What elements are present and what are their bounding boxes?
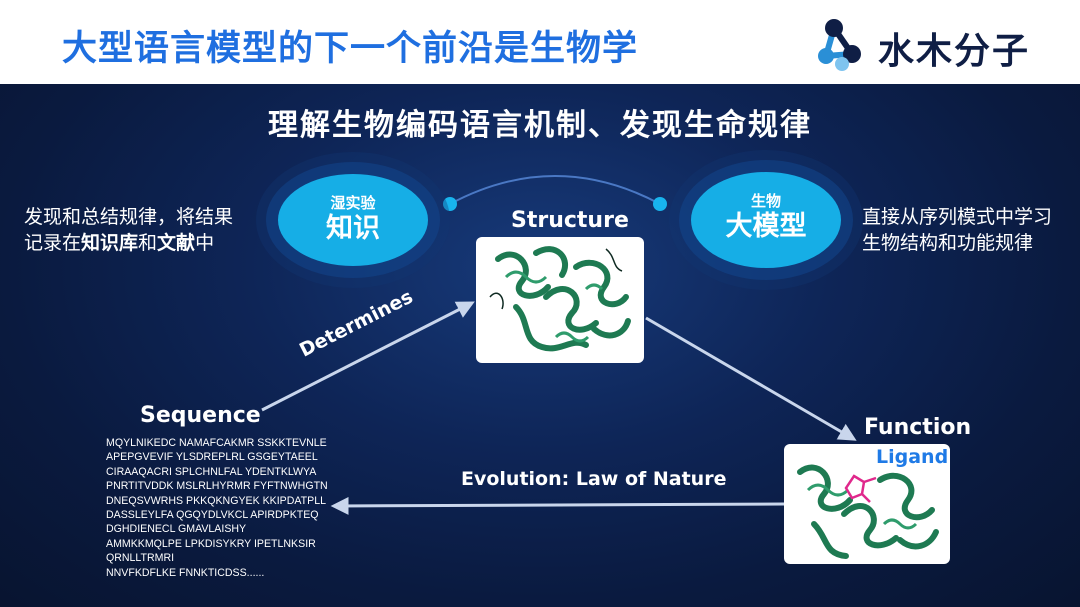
arc-endpoint-right — [653, 197, 667, 211]
knowledge-oval-small: 湿实验 — [330, 194, 376, 212]
right-description: 直接从序列模式中学习 生物结构和功能规律 — [862, 204, 1052, 256]
top-arc-connector — [449, 175, 661, 205]
left-description-line2: 记录在知识库和文献中 — [24, 232, 215, 254]
sequence-label: Sequence — [140, 403, 261, 428]
knowledge-oval: 湿实验 知识 — [278, 174, 428, 266]
right-description-line2: 生物结构和功能规律 — [862, 232, 1034, 254]
bio-model-oval-big: 大模型 — [725, 211, 807, 242]
page-title: 大型语言模型的下一个前沿是生物学 — [62, 29, 639, 69]
function-image — [784, 444, 950, 564]
diagram-subtitle: 理解生物编码语言机制、发现生命规律 — [268, 108, 812, 143]
sequence-text: MQYLNIKEDC NAMAFCAKMR SSKKTEVNLE APEPGVE… — [106, 437, 328, 579]
brand-logo: 水木分子 — [812, 16, 1062, 74]
arc-endpoint-left — [443, 197, 457, 211]
molecule-logo-icon — [818, 19, 861, 71]
left-description-line1: 发现和总结规律，将结果 — [24, 206, 234, 228]
left-description: 发现和总结规律，将结果 记录在知识库和文献中 — [24, 204, 233, 256]
ligand-molecule-icon — [844, 474, 877, 503]
determines-arrow — [261, 301, 475, 412]
structure-to-function-arrow — [645, 316, 857, 441]
ligand-label: Ligand — [876, 446, 949, 468]
protein-structure-icon — [489, 246, 631, 352]
logo-text: 水木分子 — [878, 31, 1031, 72]
protein-ligand-complex-icon — [797, 464, 939, 559]
bio-model-oval: 生物 大模型 — [691, 172, 841, 268]
right-description-line1: 直接从序列模式中学习 — [862, 206, 1053, 228]
structure-image — [476, 237, 644, 363]
evolution-arrow — [330, 496, 785, 515]
header-bar: 大型语言模型的下一个前沿是生物学 水木分子 — [0, 0, 1080, 84]
evolution-label: Evolution: Law of Nature — [461, 468, 727, 490]
function-label: Function — [864, 415, 972, 440]
bio-model-oval-small: 生物 — [750, 192, 781, 210]
knowledge-oval-big: 知识 — [326, 213, 380, 244]
structure-label: Structure — [511, 208, 629, 233]
